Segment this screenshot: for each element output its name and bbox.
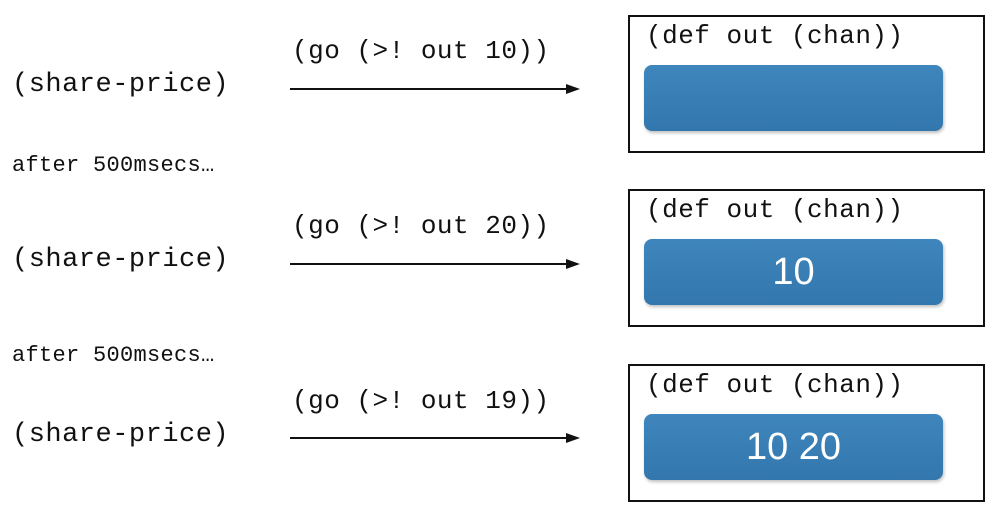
channel-box: (def out (chan)) 10 [628,189,985,327]
channel-definition: (def out (chan)) [646,370,904,400]
channel-buffer: 10 [644,239,943,305]
share-price-call: (share-price) [12,420,230,450]
share-price-call: (share-price) [12,70,230,100]
arrow-icon [290,259,580,269]
channel-box: (def out (chan)) 10 20 [628,364,985,502]
delay-note: after 500msecs… [12,153,215,178]
go-put-expression: (go (>! out 19)) [292,386,550,416]
arrow-icon [290,433,580,443]
channel-box: (def out (chan)) [628,15,985,153]
delay-note: after 500msecs… [12,343,215,368]
channel-definition: (def out (chan)) [646,195,904,225]
arrow-icon [290,84,580,94]
channel-definition: (def out (chan)) [646,21,904,51]
channel-buffer [644,65,943,131]
go-put-expression: (go (>! out 20)) [292,211,550,241]
share-price-call: (share-price) [12,245,230,275]
go-put-expression: (go (>! out 10)) [292,36,550,66]
channel-buffer: 10 20 [644,414,943,480]
